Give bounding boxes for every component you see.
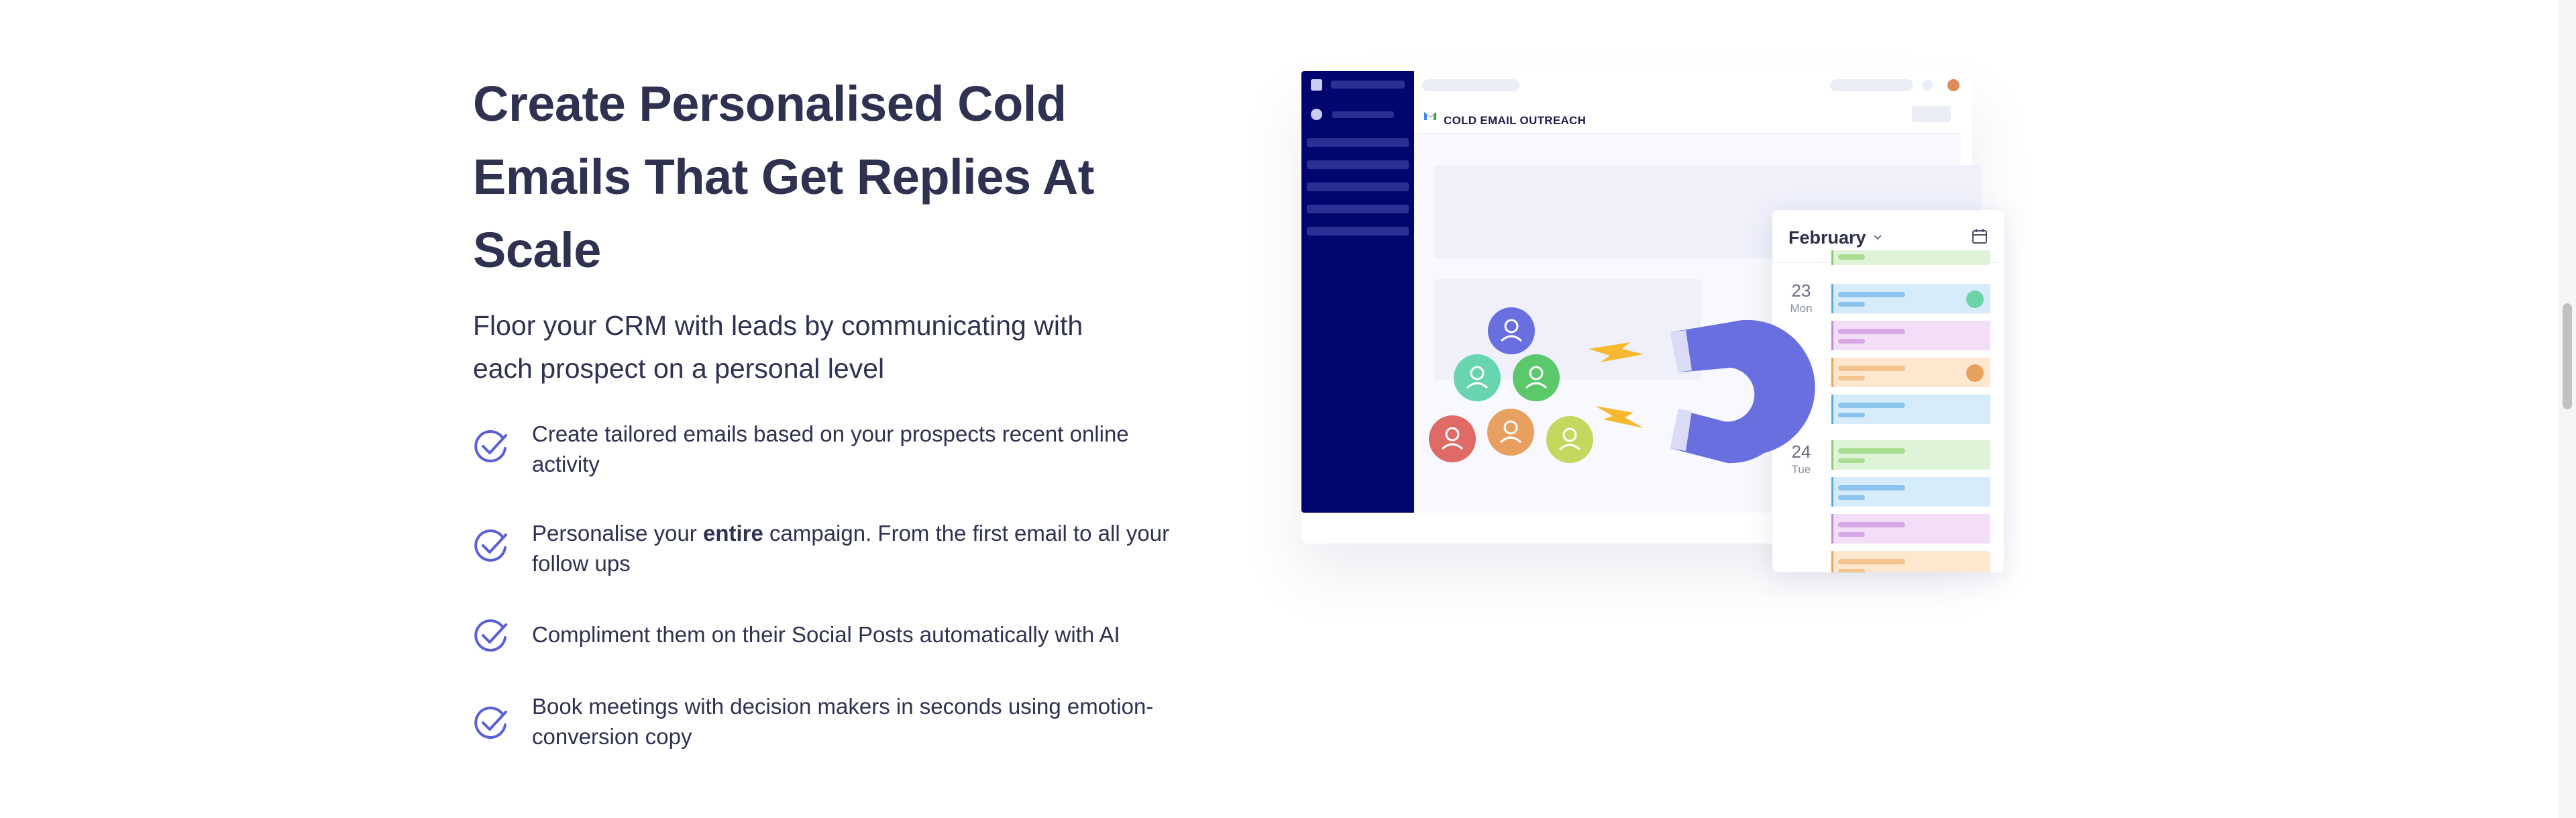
feature-text: Personalise your entire campaign. From t… xyxy=(532,521,1170,576)
app-header xyxy=(1414,98,1961,134)
topbar-dot xyxy=(1922,80,1933,91)
lightning-bolt-icon xyxy=(1595,406,1644,428)
calendar-month: February xyxy=(1788,227,1866,248)
avatar xyxy=(1966,291,1984,308)
sidebar-item xyxy=(1307,160,1409,169)
magnet-icon xyxy=(1589,319,1815,464)
hero-subtitle: Floor your CRM with leads by communicati… xyxy=(473,310,1083,384)
check-circle-icon xyxy=(474,707,507,739)
feature-text: Create tailored emails based on your pro… xyxy=(532,421,1129,476)
day-number: 23 xyxy=(1791,280,1811,301)
day-name: Mon xyxy=(1790,302,1813,315)
sidebar-item xyxy=(1332,111,1394,118)
calendar-event xyxy=(1831,514,1990,544)
chevron-down-icon[interactable] xyxy=(1873,234,1882,241)
sidebar-item xyxy=(1307,183,1409,191)
person-avatar xyxy=(1488,307,1535,354)
person-avatar xyxy=(1513,354,1560,401)
avatar xyxy=(1947,79,1960,91)
header-button xyxy=(1912,106,1951,122)
avatar xyxy=(1966,364,1984,382)
page-scrollbar[interactable] xyxy=(2559,0,2576,818)
calendar-event xyxy=(1831,477,1990,507)
lightning-bolt-icon xyxy=(1589,342,1644,362)
check-circle-icon xyxy=(474,529,507,562)
check-circle-icon xyxy=(474,430,507,462)
topbar-pill xyxy=(1830,79,1913,91)
calendar-event xyxy=(1831,358,1990,387)
person-avatar xyxy=(1429,415,1476,462)
person-avatar xyxy=(1546,416,1593,463)
sidebar-item xyxy=(1331,81,1405,89)
product-illustration: COLD EMAIL OUTREACH xyxy=(1295,67,2026,671)
feature-text: Compliment them on their Social Posts au… xyxy=(532,622,1120,647)
page-title: Create Personalised Cold Emails That Get… xyxy=(473,76,1094,278)
calendar-event xyxy=(1831,551,1990,572)
sidebar-item xyxy=(1307,227,1409,236)
sidebar-item xyxy=(1307,138,1409,147)
calendar-event xyxy=(1831,395,1990,424)
scrollbar-thumb[interactable] xyxy=(2563,303,2572,409)
day-name: Tue xyxy=(1791,463,1811,476)
calendar-card: February 23 Mon 24 Tue xyxy=(1772,210,2004,572)
search-bar xyxy=(1422,79,1519,91)
app-logo-icon xyxy=(1311,79,1322,91)
feature-text: Book meetings with decision makers in se… xyxy=(532,694,1154,749)
calendar-event xyxy=(1831,250,1990,265)
calendar-event xyxy=(1831,321,1990,350)
calendar-event xyxy=(1831,284,1990,313)
app-topbar xyxy=(1414,71,1961,98)
sidebar-item xyxy=(1307,205,1409,213)
app-sidebar xyxy=(1301,71,1414,513)
prospects-cluster xyxy=(1429,307,1593,463)
gmail-icon xyxy=(1424,112,1436,120)
calendar-icon[interactable] xyxy=(1971,227,1988,245)
calendar-event xyxy=(1831,440,1990,470)
check-circle-icon xyxy=(474,619,507,652)
add-icon xyxy=(1311,109,1322,120)
hero-text: Create Personalised Cold Emails That Get… xyxy=(473,67,1184,390)
person-avatar xyxy=(1487,409,1534,456)
person-avatar xyxy=(1454,354,1501,401)
app-title: COLD EMAIL OUTREACH xyxy=(1444,114,1587,127)
day-number: 24 xyxy=(1791,442,1811,462)
